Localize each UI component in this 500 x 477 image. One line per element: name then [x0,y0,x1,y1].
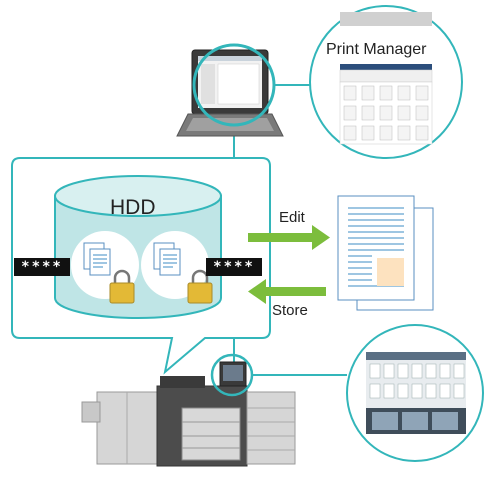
print-manager-title: Print Manager [326,41,427,59]
password-mask-left: **** [14,258,70,276]
secure-document-right-icon [141,231,213,304]
control-panel-callout [346,324,484,462]
password-mask-right: **** [206,258,262,276]
hdd-label: HDD [110,196,156,219]
edit-label: Edit [279,209,305,226]
print-manager-callout [309,5,463,159]
printer-device [81,361,296,467]
store-arrow [248,279,326,304]
edited-document-stack [337,195,434,311]
secure-document-left-icon [71,231,139,304]
store-label: Store [272,302,308,319]
edit-arrow [248,225,330,250]
